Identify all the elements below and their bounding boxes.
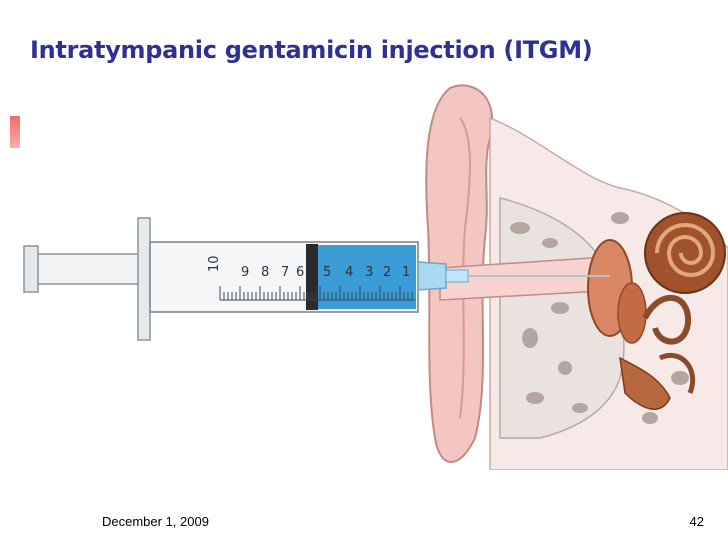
accent-bar <box>10 116 20 148</box>
barrel-number: 1 <box>402 265 410 280</box>
barrel-numbers: 10 9 8 7 6 5 4 3 2 1 <box>207 255 410 280</box>
barrel-number: 5 <box>323 265 331 280</box>
barrel-number: 4 <box>345 265 353 280</box>
barrel-number: 6 <box>296 265 304 280</box>
page-number: 42 <box>689 514 704 529</box>
barrel-number: 8 <box>261 265 269 280</box>
syringe: 10 9 8 7 6 5 4 3 2 1 <box>23 217 610 341</box>
syringe-ear-illustration: 10 9 8 7 6 5 4 3 2 1 <box>23 84 728 470</box>
barrel-number: 9 <box>241 265 249 280</box>
barrel-number: 3 <box>365 265 373 280</box>
barrel-number: 10 <box>207 255 222 272</box>
barrel-number: 2 <box>383 265 391 280</box>
graduation-ticks <box>219 286 413 300</box>
footer-date: December 1, 2009 <box>102 514 209 529</box>
ear-anatomy <box>425 84 728 470</box>
barrel-number: 7 <box>281 265 289 280</box>
cochlea <box>644 212 726 294</box>
slide-title: Intratympanic gentamicin injection (ITGM… <box>30 36 593 64</box>
